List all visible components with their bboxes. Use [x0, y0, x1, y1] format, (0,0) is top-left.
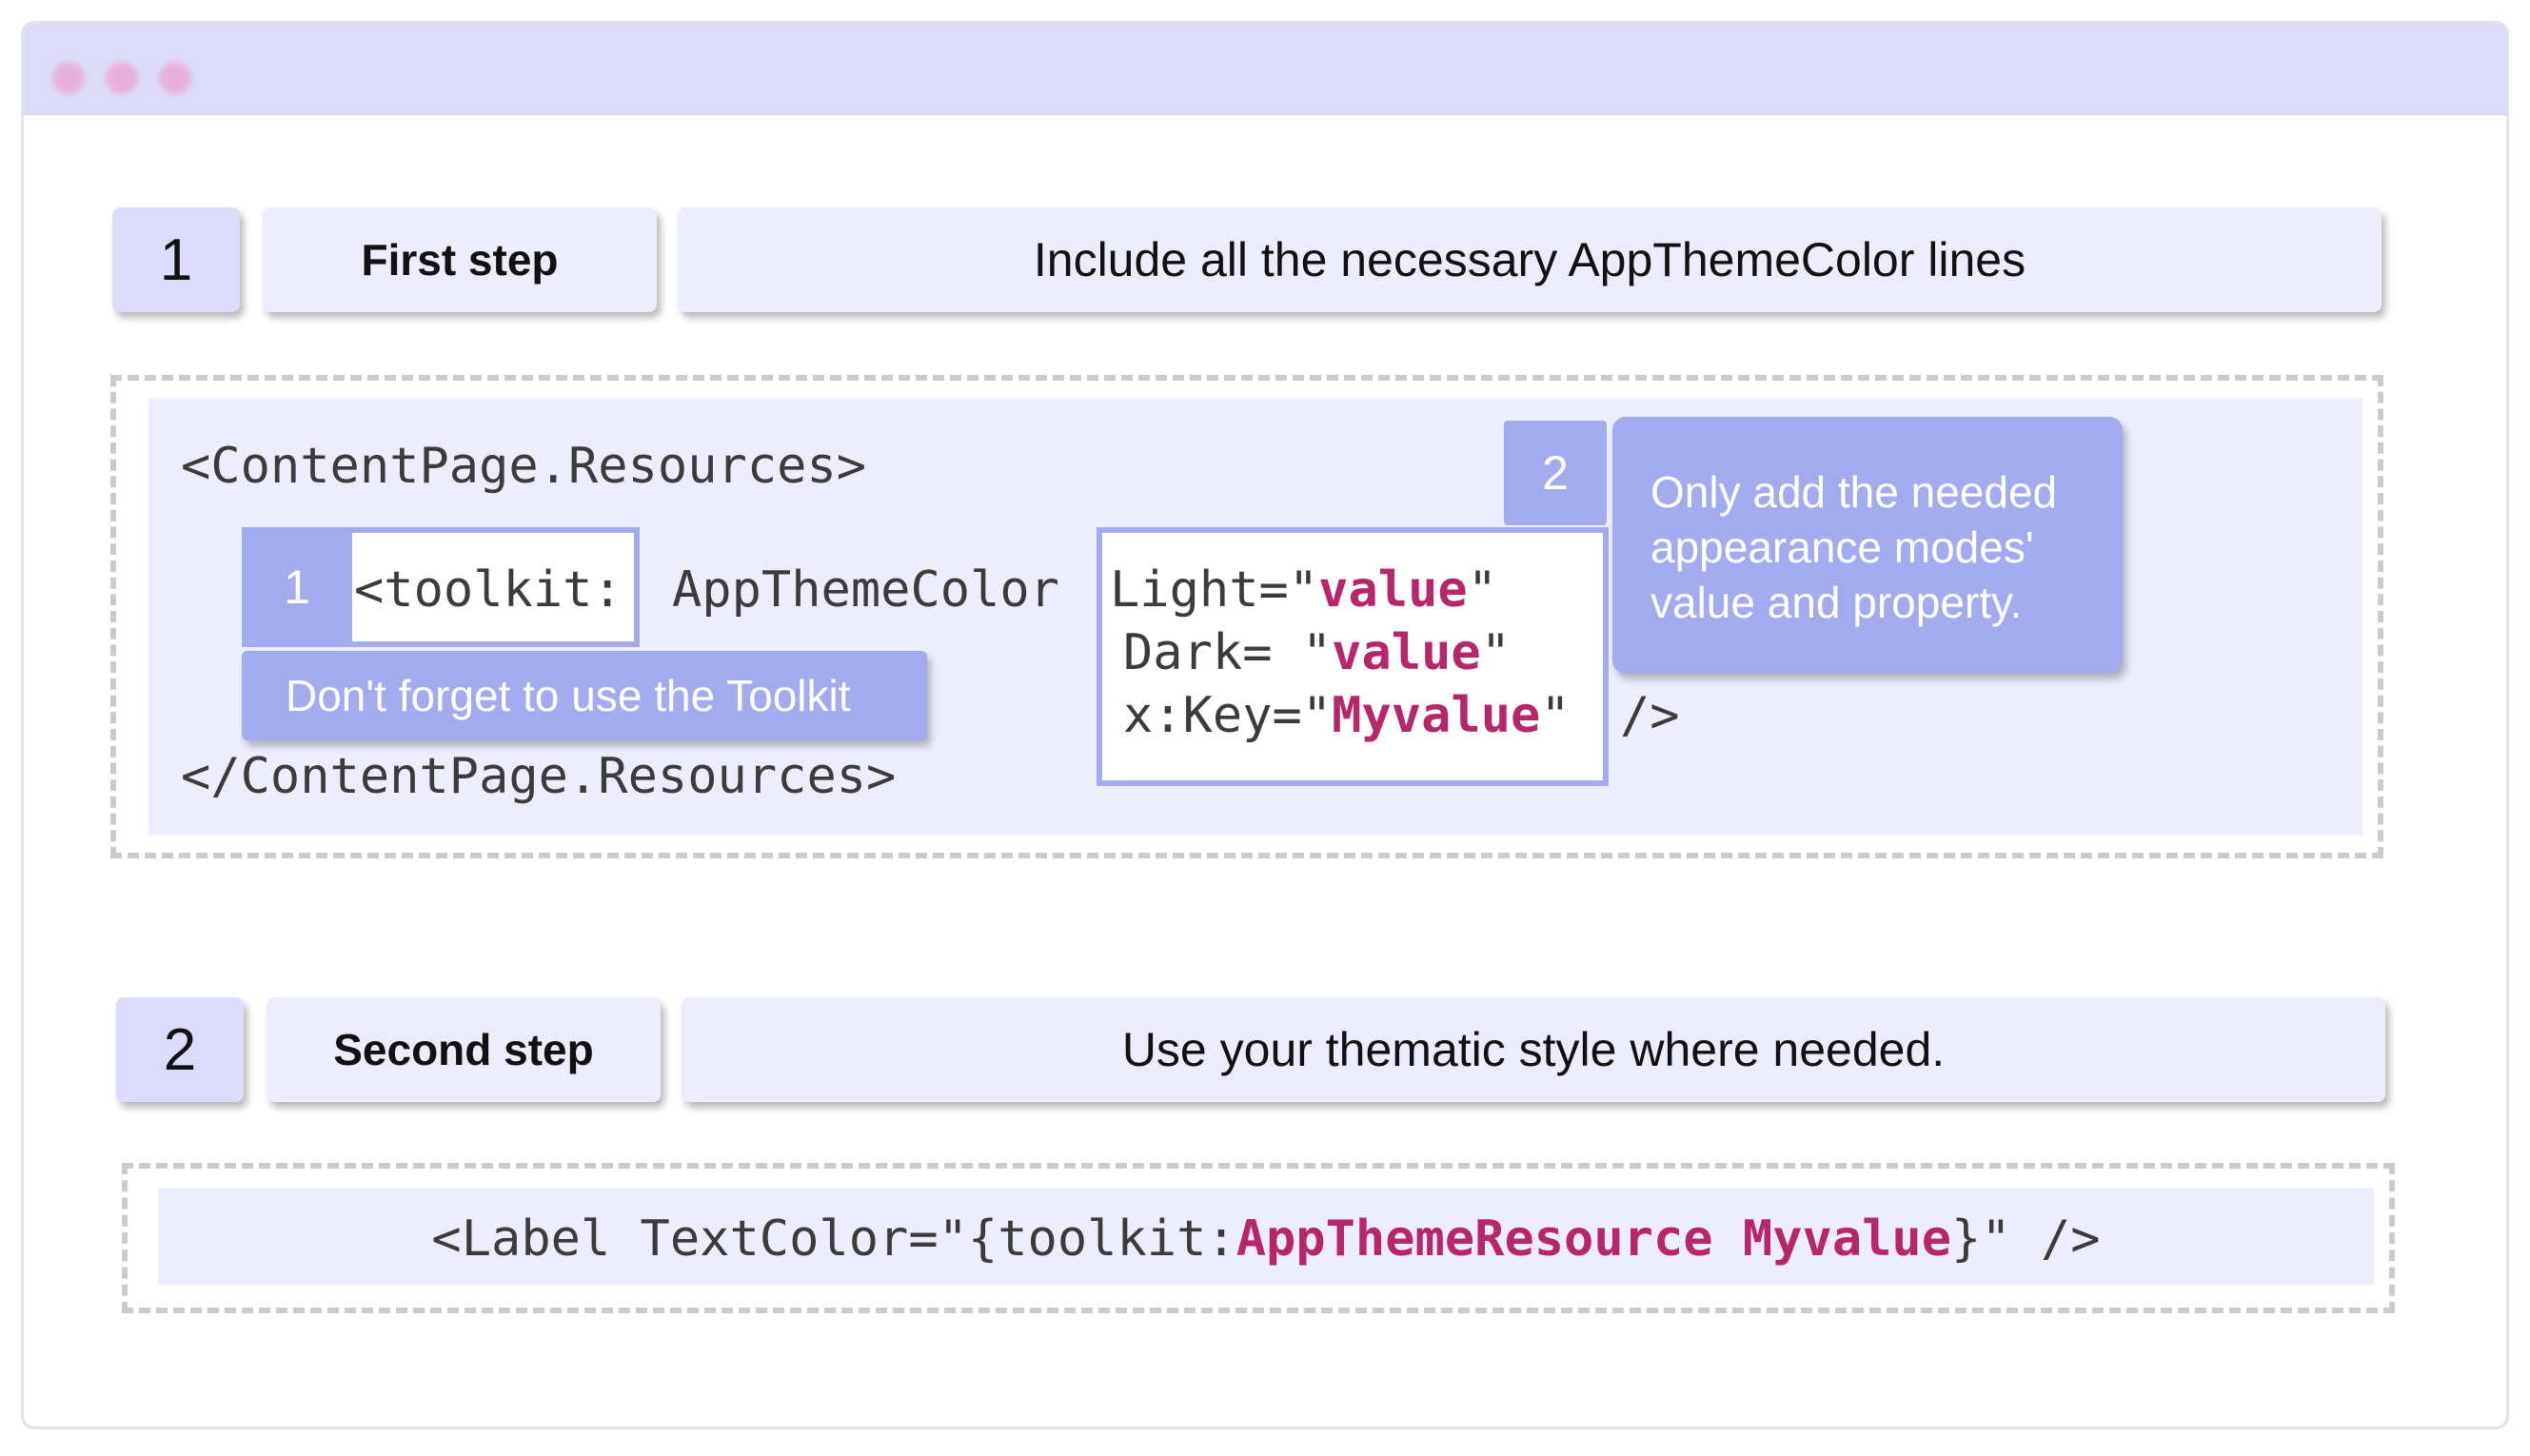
- toolkit-note-callout: Don't forget to use the Toolkit: [242, 651, 927, 740]
- code-label-prefix: <Label TextColor="{toolkit:: [431, 1210, 1236, 1268]
- step1-number: 1: [159, 226, 193, 293]
- step1-label-box: First step: [263, 207, 657, 312]
- toolkit-badge-number: 1: [284, 561, 310, 614]
- step2-description: Use your thematic style where needed.: [1121, 1023, 1946, 1076]
- appearance-badge-number: 2: [1542, 446, 1569, 500]
- code-element-name: AppThemeColor: [672, 561, 1059, 619]
- maximize-window-dot-icon[interactable]: [159, 62, 191, 94]
- code-close-tag: </ContentPage.Resources>: [181, 748, 897, 805]
- step1-number-box: 1: [112, 207, 240, 312]
- appearance-note-callout: Only add the needed appearance modes' va…: [1612, 417, 2123, 674]
- code-key-value: Myvalue: [1332, 687, 1541, 744]
- code-dark-close: ": [1480, 624, 1512, 681]
- toolkit-prefix-outline: [346, 527, 640, 647]
- minimize-window-dot-icon[interactable]: [106, 62, 138, 94]
- appearance-note-line-1: Only add the needed: [1650, 467, 2058, 517]
- code-light-close: ": [1467, 561, 1498, 619]
- code-toolkit-prefix: <toolkit:: [354, 561, 623, 619]
- code-light-value: value: [1318, 561, 1468, 619]
- step2-description-box: Use your thematic style where needed.: [682, 997, 2385, 1102]
- appearance-note-line-3: value and property.: [1650, 578, 2023, 627]
- close-window-dot-icon[interactable]: [52, 62, 85, 94]
- step1-label: First step: [361, 235, 559, 285]
- code-dark-attr: Dark= ": [1123, 624, 1333, 681]
- code-key-line: x:Key="Myvalue": [1123, 691, 1571, 740]
- appearance-note-line-2: appearance modes': [1650, 522, 2034, 572]
- step1-description-box: Include all the necessary AppThemeColor …: [678, 207, 2382, 312]
- code-open-tag: <ContentPage.Resources>: [181, 438, 867, 495]
- step2-label: Second step: [333, 1025, 594, 1074]
- appearance-badge: 2: [1504, 421, 1607, 525]
- step2-label-box: Second step: [267, 997, 661, 1102]
- step1-description: Include all the necessary AppThemeColor …: [1033, 233, 2026, 286]
- step2-number-box: 2: [116, 997, 244, 1102]
- code-block-2-border: [122, 1163, 2395, 1313]
- attributes-outline: [1097, 527, 1609, 786]
- code-label-suffix: }" />: [1951, 1210, 2101, 1268]
- code-label-line: <Label TextColor="{toolkit:AppThemeResou…: [158, 1214, 2374, 1264]
- code-key-close: ": [1540, 687, 1571, 744]
- code-dark-line: Dark= "value": [1123, 628, 1511, 678]
- title-bar: [24, 24, 2506, 115]
- code-key-attr: x:Key=": [1123, 687, 1333, 744]
- code-block-2: [158, 1188, 2374, 1285]
- code-label-accent: AppThemeResource Myvalue: [1235, 1210, 1952, 1268]
- code-block-1-border: [110, 375, 2383, 858]
- toolkit-note-text: Don't forget to use the Toolkit: [286, 671, 851, 720]
- step2-number: 2: [163, 1016, 197, 1083]
- toolkit-badge: 1: [242, 527, 352, 647]
- code-light-line: Light="value": [1110, 565, 1497, 615]
- code-dark-value: value: [1332, 624, 1481, 681]
- code-light-attr: Light=": [1110, 561, 1319, 619]
- code-self-close: />: [1620, 687, 1680, 744]
